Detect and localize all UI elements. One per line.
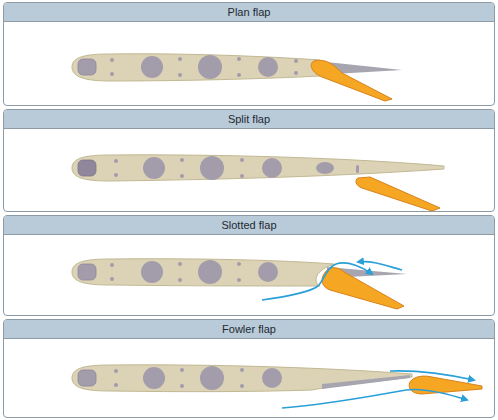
flap-panel: Fowler flap: [3, 319, 495, 418]
panel-heading: Plan flap: [4, 3, 494, 22]
slotted-flap-airfoil: [72, 259, 407, 309]
flap-panel: Slotted flap: [3, 215, 495, 316]
panel-heading: Fowler flap: [4, 320, 494, 339]
fowler-flap-airfoil: [72, 365, 482, 408]
panel-heading: Slotted flap: [4, 216, 494, 235]
split-flap-airfoil: [72, 155, 444, 211]
panel-heading: Split flap: [4, 110, 494, 129]
flap-panel: Split flap: [3, 109, 495, 212]
flap-panel: Plan flap: [3, 2, 495, 106]
plain-flap-airfoil: [72, 54, 402, 101]
